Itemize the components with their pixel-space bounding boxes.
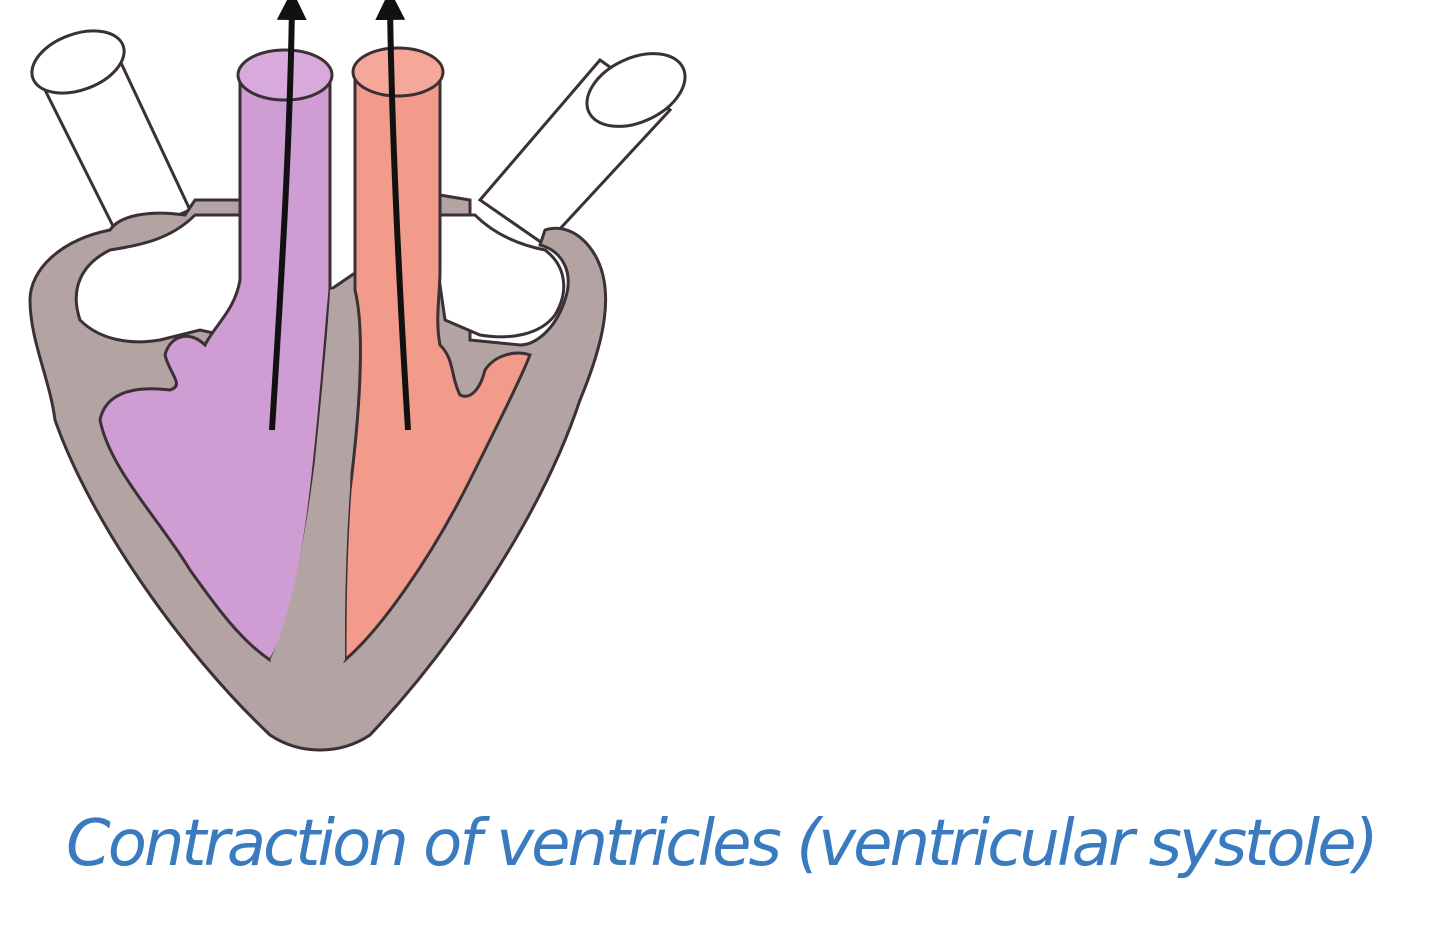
right-vein xyxy=(477,52,687,247)
diagram-caption: Contraction of ventricles (ventricular s… xyxy=(66,807,1379,881)
right-blood-flow-arrow xyxy=(375,0,411,431)
left-atrium-cavity xyxy=(74,213,252,344)
septum xyxy=(270,288,355,690)
pulmonary-artery-opening xyxy=(236,48,334,102)
left-vein xyxy=(30,29,193,242)
left-blood-flow-arrow xyxy=(269,0,307,431)
right-atrium-cavity xyxy=(433,213,566,339)
aorta-opening xyxy=(351,46,445,98)
